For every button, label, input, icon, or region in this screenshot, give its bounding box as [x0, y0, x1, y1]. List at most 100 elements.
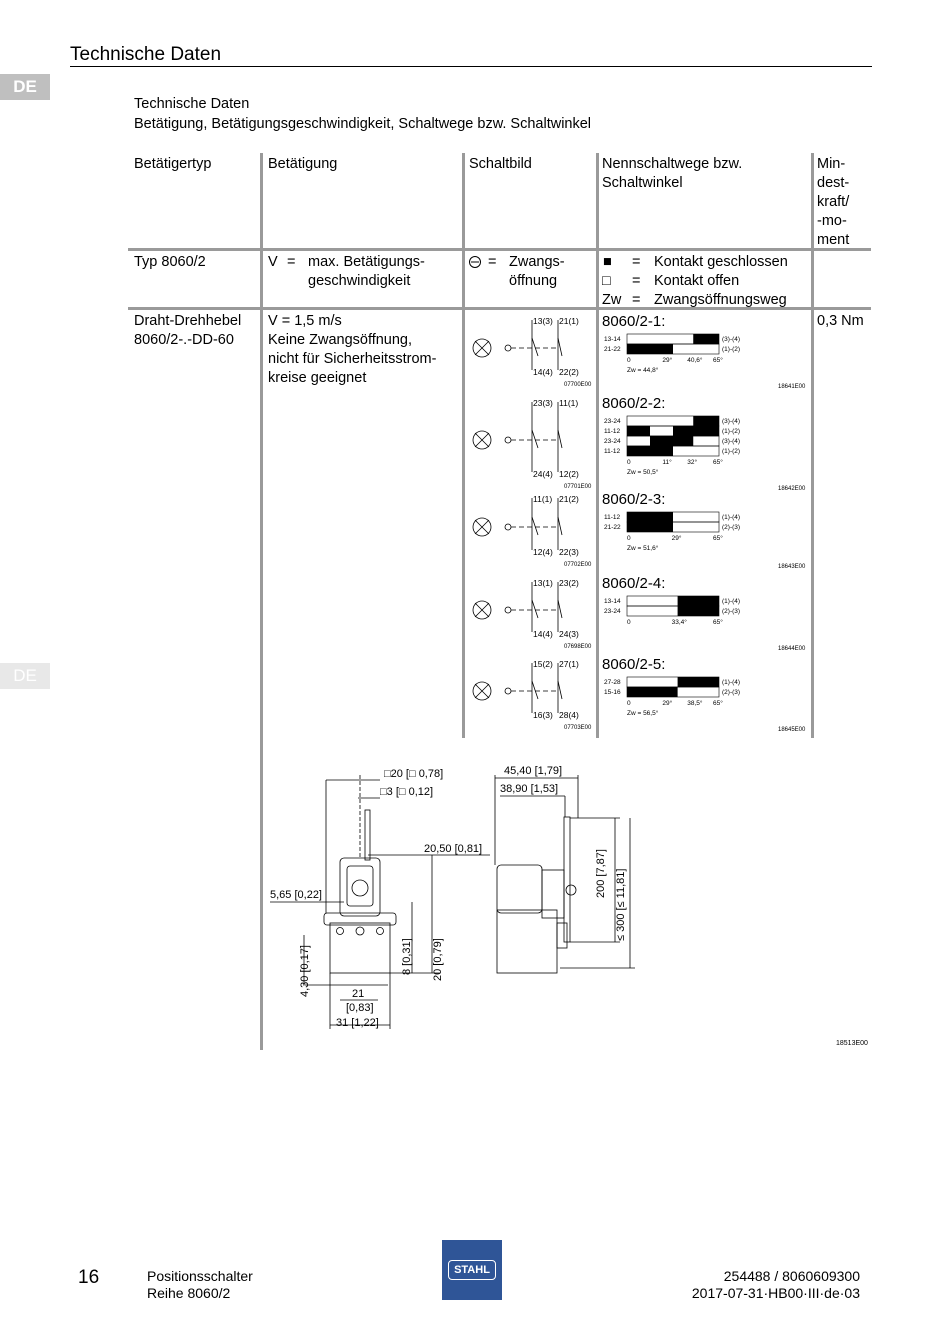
diagram-right-label: (1)-(2)	[722, 346, 740, 353]
diagram-row-label: 23-24	[604, 438, 621, 445]
diagram-right-label: (1)-(4)	[722, 679, 740, 686]
col-header-force: Min-dest-kraft/-mo-ment	[817, 156, 850, 248]
contact-label: 13(3)	[533, 316, 553, 326]
legend-closed: Kontakt geschlossen	[654, 254, 788, 270]
diagram-right-label: (2)-(3)	[722, 689, 740, 696]
diagram-tick-label: 0	[627, 619, 631, 626]
section-title: Technische Daten	[134, 96, 250, 112]
diagram-code: 18645E00	[778, 727, 806, 733]
diagram-tick-label: 32°	[687, 458, 697, 466]
closed-segment	[627, 344, 673, 354]
diagram-right-label: (3)-(4)	[722, 336, 740, 343]
diagram-row-label: 23-24	[604, 418, 621, 425]
table-hline-1	[128, 248, 871, 251]
dim-31: 31 [1,22]	[336, 1017, 379, 1029]
col-header-type: Betätigertyp	[134, 156, 212, 172]
contact-label: 14(4)	[533, 629, 553, 639]
variant-name: 8060/2-2:	[602, 395, 666, 412]
contact-label: 28(4)	[559, 710, 579, 720]
dim-8: 8 [0,31]	[401, 938, 413, 975]
schematic-2: 23(3)11(1)24(4)12(2)07701E00	[472, 398, 592, 490]
schematic-code: 07703E00	[564, 725, 592, 731]
contact-label: 23(3)	[533, 398, 553, 408]
legend-z-eq: =	[488, 254, 497, 270]
closed-segment	[627, 426, 650, 436]
diagram-row-label: 11-12	[604, 448, 621, 455]
diagram-right-label: (3)-(4)	[722, 418, 740, 425]
diagram-row-label: 13-14	[604, 598, 621, 605]
stahl-logo: STAHL	[442, 1240, 502, 1300]
diagram-zw-label: Zw = 51,6°	[627, 544, 659, 552]
contact-label: 16(3)	[533, 710, 553, 720]
legend-open-eq: =	[632, 273, 641, 289]
contact-label: 27(1)	[559, 659, 579, 669]
legend-open: Kontakt offen	[654, 273, 740, 289]
contact-label: 22(3)	[559, 547, 579, 557]
diagram-tick-label: 40,6°	[687, 356, 703, 364]
contact-label: 14(4)	[533, 367, 553, 377]
diagram-tick-label: 0	[627, 700, 631, 707]
diagram-row-label: 21-22	[604, 524, 621, 531]
closed-segment	[627, 446, 673, 456]
diagram-row-label: 11-12	[604, 514, 621, 521]
diagram-tick-label: 65°	[713, 534, 723, 542]
schematic-5: 15(2) 27(1) 16(3) 28(4) 07703E00	[472, 659, 592, 731]
diagram-tick-label: 29°	[672, 534, 682, 542]
diagram-row-label: 27-28	[604, 679, 621, 686]
closed-segment	[627, 687, 678, 697]
dim-4-30: 4,30 [0,17]	[299, 945, 311, 997]
closed-segment	[693, 416, 719, 426]
table-hline-2	[128, 307, 871, 310]
col-header-actuation: Betätigung	[268, 156, 338, 172]
contact-label: 21(2)	[559, 494, 579, 504]
diagram-right-label: (2)-(3)	[722, 524, 740, 531]
diagram-code: 18642E00	[778, 486, 806, 492]
closed-segment	[673, 426, 719, 436]
variant-name: 8060/2-3:	[602, 491, 666, 508]
dim-square-20: □20 [□ 0,78]	[384, 768, 443, 780]
diagram-code: 18643E00	[778, 564, 806, 570]
diagram-zw-label: Zw = 56,5°	[627, 709, 659, 717]
dimension-drawing: □20 [□ 0,78] □3 [□ 0,12] 45,40 [1,79] 38…	[270, 765, 635, 1029]
closed-segment	[650, 436, 694, 446]
contact-label: 23(2)	[559, 578, 579, 588]
legend-zw-eq: =	[632, 292, 641, 308]
dim-45-40: 45,40 [1,79]	[504, 765, 562, 777]
drawing-code: 18513E00	[836, 1040, 868, 1047]
header-rule	[70, 66, 872, 67]
variant-name: 8060/2-5:	[602, 656, 666, 673]
diagram-row-label: 23-24	[604, 608, 621, 615]
table-vline-2b	[462, 310, 465, 738]
closed-segment	[627, 522, 673, 532]
legend-v-symbol: V	[268, 254, 278, 270]
diagram-tick-label: 65°	[713, 618, 723, 626]
contact-label: 12(2)	[559, 469, 579, 479]
dim-300: ≤ 300 [≤ 11,81]	[615, 869, 627, 941]
diagram-tick-label: 29°	[662, 356, 672, 364]
table-vline-3b	[596, 310, 599, 738]
diagram-right-label: (3)-(4)	[722, 438, 740, 445]
diagram-tick-label: 65°	[713, 699, 723, 707]
open-contact-icon: □	[602, 273, 611, 289]
table-vline-4b	[811, 310, 814, 738]
contact-label: 24(4)	[533, 469, 553, 479]
schematic-3: 11(1)21(2)12(4)22(3)07702E00	[472, 494, 592, 568]
contact-label: 21(1)	[559, 316, 579, 326]
diagram-tick-label: 29°	[662, 699, 672, 707]
contact-label: 12(4)	[533, 547, 553, 557]
dim-0-83: [0,83]	[346, 1002, 374, 1014]
contact-label: 22(2)	[559, 367, 579, 377]
diagram-tick-label: 65°	[713, 458, 723, 466]
dim-38-90: 38,90 [1,53]	[500, 783, 558, 795]
dim-20: 20 [0,79]	[432, 938, 444, 981]
diagram-row-label: 15-16	[604, 689, 621, 696]
diagram-tick-label: 0	[627, 535, 631, 542]
contact-label: 15(2)	[533, 659, 553, 669]
closed-segment	[677, 677, 719, 687]
